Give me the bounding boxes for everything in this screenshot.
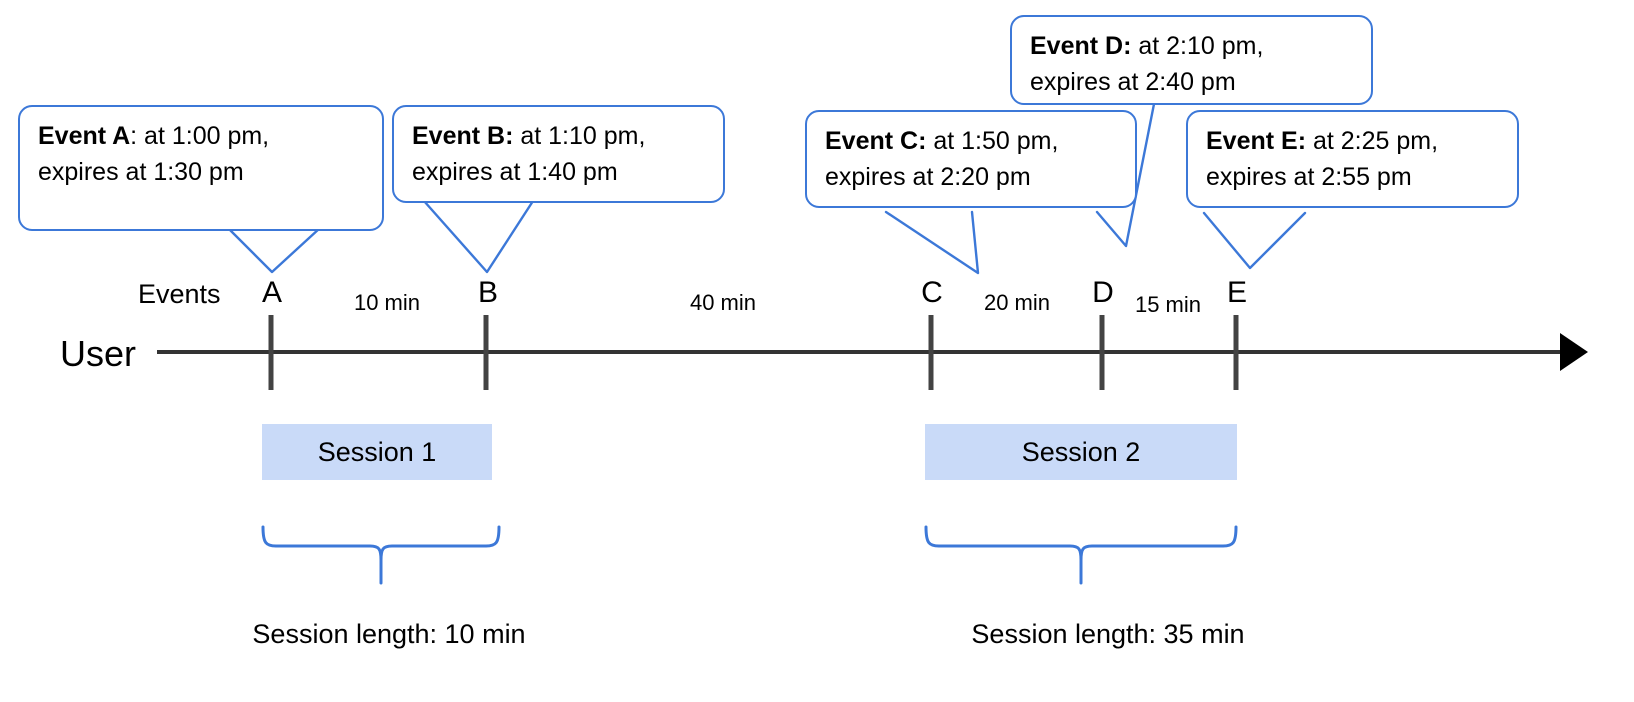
callout-d-title: Event D: [1030,32,1132,60]
session-1-brace [261,525,501,585]
callout-tail-b [422,199,535,274]
callout-event-b: Event B: at 1:10 pm, expires at 1:40 pm [392,105,725,203]
session-box-1: Session 1 [262,424,492,480]
event-letter-a: A [261,276,283,309]
gap-label-b-c: 40 min [689,290,757,315]
callout-b-title: Event B: [412,122,514,150]
callout-a-line2: expires at 1:30 pm [38,157,244,186]
gap-label-c-d: 20 min [983,290,1051,315]
callout-a-line1: at 1:00 pm, [137,122,270,150]
callout-b-line1: at 1:10 pm, [513,122,646,150]
event-letter-c: C [921,276,943,309]
callout-tail-e [1202,211,1307,270]
callout-c-line1: at 1:50 pm, [926,127,1059,155]
callout-c-title: Event C: [825,127,927,155]
session-length-label-2: Session length: 35 min [971,619,1245,649]
callout-tail-c [884,210,980,275]
event-letter-d: D [1092,276,1114,309]
callout-event-d: Event D: at 2:10 pm, expires at 2:40 pm [1010,15,1373,105]
gap-label-d-e: 15 min [1134,292,1202,317]
gap-label-a-b: 10 min [353,290,421,315]
session-length-label-1: Session length: 10 min [252,619,526,649]
callout-event-c: Event C: at 1:50 pm, expires at 2:20 pm [805,110,1137,208]
callout-d-line1: at 2:10 pm, [1131,32,1264,60]
callout-c-line2: expires at 2:20 pm [825,162,1031,191]
session-2-brace [924,525,1238,585]
callout-a-separator: : [130,122,138,150]
callout-tail-a [226,226,322,274]
callout-d-line2: expires at 2:40 pm [1030,67,1236,96]
timeline-arrowhead [1560,333,1588,371]
axis-label-user: User [60,333,137,374]
callout-e-title: Event E: [1206,127,1307,155]
session-box-2: Session 2 [925,424,1237,480]
callout-b-line2: expires at 1:40 pm [412,157,618,186]
event-letter-e: E [1226,276,1248,309]
callout-e-line1: at 2:25 pm, [1306,127,1439,155]
axis-label-events: Events [138,279,221,309]
callout-event-a: Event A: at 1:00 pm, expires at 1:30 pm [18,105,384,231]
callout-event-e: Event E: at 2:25 pm, expires at 2:55 pm [1186,110,1519,208]
callout-a-title: Event A [38,122,131,150]
callout-e-line2: expires at 2:55 pm [1206,162,1412,191]
event-letter-b: B [477,276,499,309]
